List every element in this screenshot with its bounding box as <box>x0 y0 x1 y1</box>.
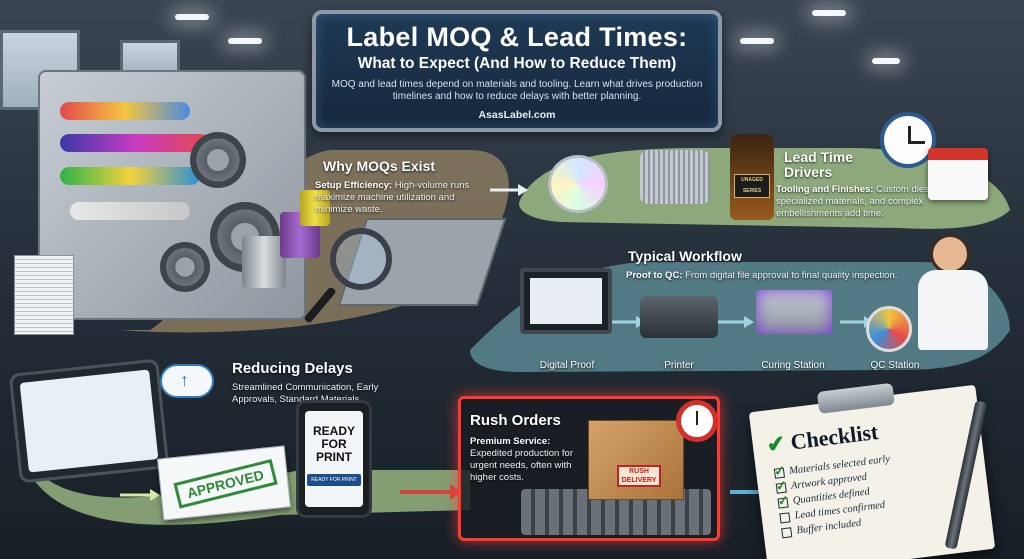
site-name: AsasLabel.com <box>478 109 556 121</box>
why-moqs-lead: Setup Efficiency: <box>315 180 393 191</box>
workflow-text: From digital file approval to final qual… <box>685 270 898 281</box>
checkbox-icon[interactable] <box>779 511 791 523</box>
phone-screen: READY FOR PRINT READY FOR PRINT <box>305 411 363 507</box>
lead-time-body: Tooling and Finishes: Custom dies, speci… <box>776 184 934 220</box>
ceiling-light <box>812 10 846 16</box>
rush-body: Premium Service: Expedited production fo… <box>470 436 580 484</box>
approved-stamp: APPROVED <box>173 459 278 509</box>
approved-document: APPROVED <box>157 445 291 521</box>
phone-text-print: PRINT <box>316 450 352 464</box>
page-title: Label MOQ & Lead Times: <box>346 22 688 52</box>
lead-time-text: Custom dies, specialized materials, and … <box>776 184 932 219</box>
technician-head <box>930 234 970 274</box>
technician-coat <box>918 270 988 350</box>
label-roll <box>60 134 210 152</box>
workflow-heading: Typical Workflow <box>628 248 742 264</box>
workflow-body: Proof to QC: From digital file approval … <box>626 270 946 282</box>
bottle-illustration: UNAGED SERIES <box>730 134 774 220</box>
stage-curing-station: Curing Station <box>761 360 825 371</box>
tablet-screen <box>19 369 159 473</box>
cloud-upload-icon: ↑ <box>160 364 214 398</box>
rush-label-line2: DELIVERY <box>621 477 657 484</box>
page-intro: MOQ and lead times depend on materials a… <box>331 79 703 102</box>
rush-heading: Rush Orders <box>470 412 561 429</box>
lead-time-lead: Tooling and Finishes: <box>776 184 874 195</box>
checklist-heading: ✔ Checklist <box>765 419 879 458</box>
bottle-label: UNAGED SERIES <box>734 174 770 198</box>
stage-qc-station: QC Station <box>870 360 920 371</box>
paper-stack <box>14 255 74 335</box>
monitor-illustration <box>520 268 612 334</box>
label-roll <box>60 102 190 120</box>
workflow-lead: Proof to QC: <box>626 270 683 281</box>
upload-arrow-icon: ↑ <box>180 370 189 390</box>
phone-text-for: FOR <box>321 437 347 451</box>
lead-time-heading-line2: Drivers <box>784 164 833 180</box>
why-moqs-body: Setup Efficiency: High-volume runs maxim… <box>315 180 485 216</box>
lead-time-heading-line1: Lead Time <box>784 149 853 165</box>
title-sign: Label MOQ & Lead Times: What to Expect (… <box>312 10 722 132</box>
page-subtitle: What to Expect (And How to Reduce Them) <box>357 55 677 72</box>
checklist-items: Materials selected early Artwork approve… <box>773 452 898 541</box>
ceiling-light <box>740 38 774 44</box>
tablet-illustration <box>8 358 170 484</box>
rush-delivery-box: RUSH DELIVERY <box>588 420 684 500</box>
rush-delivery-label: RUSH DELIVERY <box>617 465 661 487</box>
why-moqs-heading: Why MOQs Exist <box>323 158 436 174</box>
rush-label-line1: RUSH <box>629 468 649 475</box>
stage-digital-proof: Digital Proof <box>539 360 595 371</box>
gear-icon <box>190 132 246 188</box>
check-mark-icon: ✔ <box>765 430 787 458</box>
checkbox-icon[interactable] <box>781 526 793 538</box>
checklist-title: Checklist <box>789 418 880 455</box>
label-roll <box>60 167 200 185</box>
paint-can <box>300 190 330 226</box>
rush-text: Expedited production for urgent needs, o… <box>470 448 573 483</box>
checkbox-icon[interactable] <box>777 496 789 509</box>
stopwatch-hand <box>696 411 698 425</box>
rush-lead: Premium Service: <box>470 436 551 447</box>
label-roll <box>70 202 190 220</box>
paint-can <box>242 236 286 288</box>
stopwatch-icon <box>676 400 718 442</box>
printer-illustration <box>640 296 718 338</box>
clock-hand <box>909 141 925 144</box>
ceiling-light <box>175 14 209 20</box>
ceiling-light <box>872 58 900 64</box>
lead-time-heading: Lead Time Drivers <box>784 150 853 180</box>
why-moqs-text: High-volume runs maximize machine utiliz… <box>315 180 470 215</box>
ready-for-print-button[interactable]: READY FOR PRINT <box>307 474 361 486</box>
reducing-heading: Reducing Delays <box>232 360 353 377</box>
qc-label-roll <box>866 306 912 352</box>
embossing-cylinder <box>640 150 710 204</box>
reducing-body: Streamlined Communication, Early Approva… <box>232 382 379 405</box>
monitor-screen <box>530 278 602 324</box>
phone-illustration: READY FOR PRINT READY FOR PRINT <box>296 400 372 518</box>
magnifier-icon <box>330 228 392 290</box>
phone-text-ready: READY <box>312 424 355 438</box>
holographic-foil-roll <box>548 155 608 213</box>
clock-icon <box>880 112 936 168</box>
curing-station-illustration <box>756 290 832 334</box>
gear-icon <box>160 242 210 292</box>
calendar-icon <box>928 148 988 200</box>
stage-printer: Printer <box>664 360 694 371</box>
clock-hand <box>908 126 911 144</box>
ceiling-light <box>228 38 262 44</box>
